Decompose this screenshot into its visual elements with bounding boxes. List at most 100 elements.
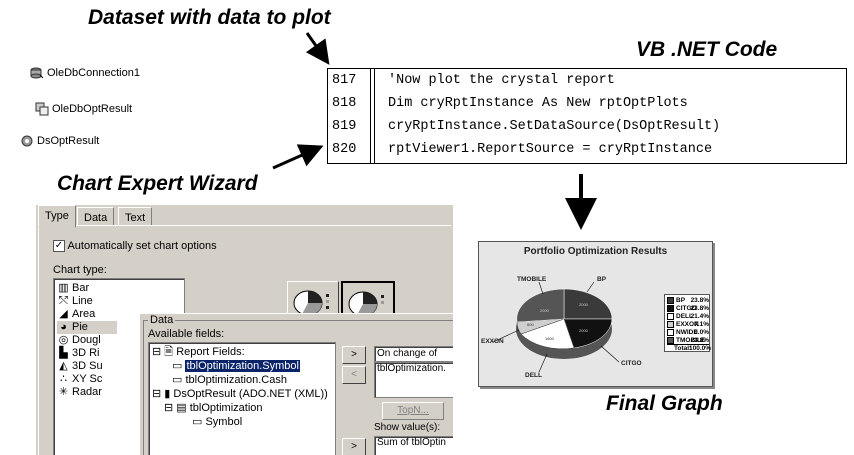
tree-node[interactable]: ▭ Symbol — [192, 416, 243, 428]
tree-node-selected[interactable]: ▭ tblOptimization.Symbol — [172, 360, 300, 372]
available-fields-tree[interactable]: ⊟ 🗎 Report Fields: ▭ tblOptimization.Sym… — [148, 342, 336, 455]
code-line: 818 Dim cryRptInstance As New rptOptPlots — [328, 92, 846, 115]
code-text: Dim cryRptInstance As New rptOptPlots — [388, 96, 688, 111]
code-editor[interactable]: 817 'Now plot the crystal report 818 Dim c… — [327, 68, 847, 164]
component-dsoptresult[interactable]: DsOptResult — [20, 134, 99, 148]
pie-slice-citgo — [563, 318, 613, 349]
chart-expert-dialog: Type Data Text ✓ Automatically set chart… — [36, 205, 453, 455]
graph-title: Portfolio Optimization Results — [523, 246, 668, 257]
slice-label-dell: DELL — [525, 372, 542, 379]
line-number: 817 — [332, 73, 357, 88]
on-change-of-select[interactable]: On change of — [374, 346, 453, 362]
chart-type-item[interactable]: ▥Bar — [58, 282, 90, 294]
tree-node[interactable]: ⊟ 🗎 Report Fields: — [152, 346, 245, 358]
vbcode-caption: VB .NET Code — [636, 38, 778, 61]
chart-type-item[interactable]: ◭3D Su — [57, 360, 102, 373]
legend-swatch — [667, 329, 674, 336]
chart-type-item[interactable]: ▙3D Ri — [57, 347, 99, 360]
chart-type-item-selected[interactable]: ◕Pie — [57, 321, 117, 334]
chart-type-item[interactable]: ◎Dougl — [58, 334, 101, 346]
legend-swatch — [667, 297, 674, 304]
doughnut-chart-icon: ◎ — [58, 334, 69, 346]
chart-type-item[interactable]: ◢Area — [57, 308, 95, 321]
pie-chart-icon: ◕ — [60, 321, 67, 333]
data-panel: Data Available fields: ⊟ 🗎 Report Fields… — [139, 313, 453, 455]
code-text: rptViewer1.ReportSource = cryRptInstance — [388, 142, 713, 157]
line-number: 820 — [332, 142, 357, 157]
tab-type[interactable]: Type — [38, 205, 76, 228]
pie-slice-bp — [563, 288, 613, 320]
tree-node[interactable]: ⊟ ▤ tblOptimization — [164, 402, 263, 414]
xy-scatter-chart-icon: ∴ — [60, 373, 67, 385]
final-graph: Portfolio Optimization Results 2000 2000… — [478, 241, 713, 387]
component-label: DsOptResult — [37, 134, 100, 147]
tab-data[interactable]: Data — [77, 207, 115, 226]
add-field-button[interactable]: > — [342, 346, 366, 364]
slice-value-bp: 2000 — [579, 302, 589, 307]
code-line: 820 rptViewer1.ReportSource = cryRptInsta… — [328, 138, 846, 161]
code-line: 817 'Now plot the crystal report — [328, 69, 846, 92]
line-chart-icon: ⤲ — [59, 295, 68, 307]
legend-swatch — [667, 305, 674, 312]
data-group-label: Data — [148, 314, 176, 326]
data-group — [143, 320, 453, 455]
3d-surface-chart-icon: ◭ — [59, 360, 68, 372]
gutter-divider — [374, 69, 375, 163]
tree-node[interactable]: ▭ tblOptimization.Cash — [172, 374, 287, 386]
field-icon: ▭ — [192, 416, 203, 428]
wizard-arrow — [272, 144, 324, 170]
available-fields-label: Available fields: — [148, 328, 225, 340]
collapse-icon: ⊟ — [152, 388, 162, 400]
3d-riser-chart-icon: ▙ — [59, 347, 68, 359]
slice-value-dell: 1800 — [545, 336, 555, 341]
slice-value-tmobile: 2000 — [540, 308, 550, 313]
chart-type-label: Chart type: — [53, 264, 107, 276]
pie-slice-tmobile — [516, 288, 565, 323]
chart-type-item[interactable]: ⤲Line — [57, 295, 93, 308]
database-icon: ▮ — [164, 388, 171, 400]
slice-label-exxon: EXXON — [481, 338, 504, 345]
topn-button[interactable]: TopN... — [382, 402, 444, 420]
legend-total: Total:100.0% — [667, 344, 711, 353]
add-value-button[interactable]: > — [342, 438, 366, 455]
wizard-caption: Chart Expert Wizard — [57, 172, 258, 195]
slice-label-tmobile: TMOBILE — [517, 276, 547, 283]
final-graph-caption: Final Graph — [606, 392, 723, 415]
field-icon: ▭ — [172, 360, 183, 372]
chart-type-item[interactable]: ∴XY Sc — [57, 373, 102, 386]
chart-type-item[interactable]: ✳Radar — [58, 386, 102, 398]
dataset-icon — [21, 135, 33, 147]
auto-options-checkbox[interactable]: ✓ Automatically set chart options — [53, 240, 217, 253]
slice-value-citgo: 2000 — [579, 328, 589, 333]
adapter-icon — [35, 102, 49, 116]
component-oledboptresult[interactable]: OleDbOptResult — [35, 102, 132, 116]
legend-swatch — [667, 337, 674, 344]
dataset-arrow — [305, 32, 330, 65]
legend-swatch — [667, 321, 674, 328]
component-oledbconnection[interactable]: OleDbConnection1 — [30, 66, 140, 80]
show-values-list[interactable]: Sum of tblOptin — [374, 436, 453, 455]
auto-options-label: Automatically set chart options — [67, 240, 217, 252]
tree-node[interactable]: ⊟ ▮ DsOptResult (ADO.NET (XML)) — [152, 388, 328, 400]
line-number-gutter — [328, 69, 371, 163]
slice-value-exxon: 600 — [527, 322, 534, 327]
pie-slice-dell — [520, 318, 575, 350]
field-icon: ▭ — [172, 374, 183, 386]
table-icon: ▤ — [176, 402, 187, 414]
tab-text[interactable]: Text — [118, 207, 153, 226]
on-change-of-list[interactable]: tblOptimization. — [374, 362, 453, 398]
line-number: 819 — [332, 119, 357, 134]
checkmark-icon: ✓ — [53, 240, 65, 253]
remove-field-button[interactable]: < — [342, 366, 366, 384]
connection-icon — [30, 67, 44, 79]
line-number: 818 — [332, 96, 357, 111]
code-text: 'Now plot the crystal report — [388, 73, 615, 88]
